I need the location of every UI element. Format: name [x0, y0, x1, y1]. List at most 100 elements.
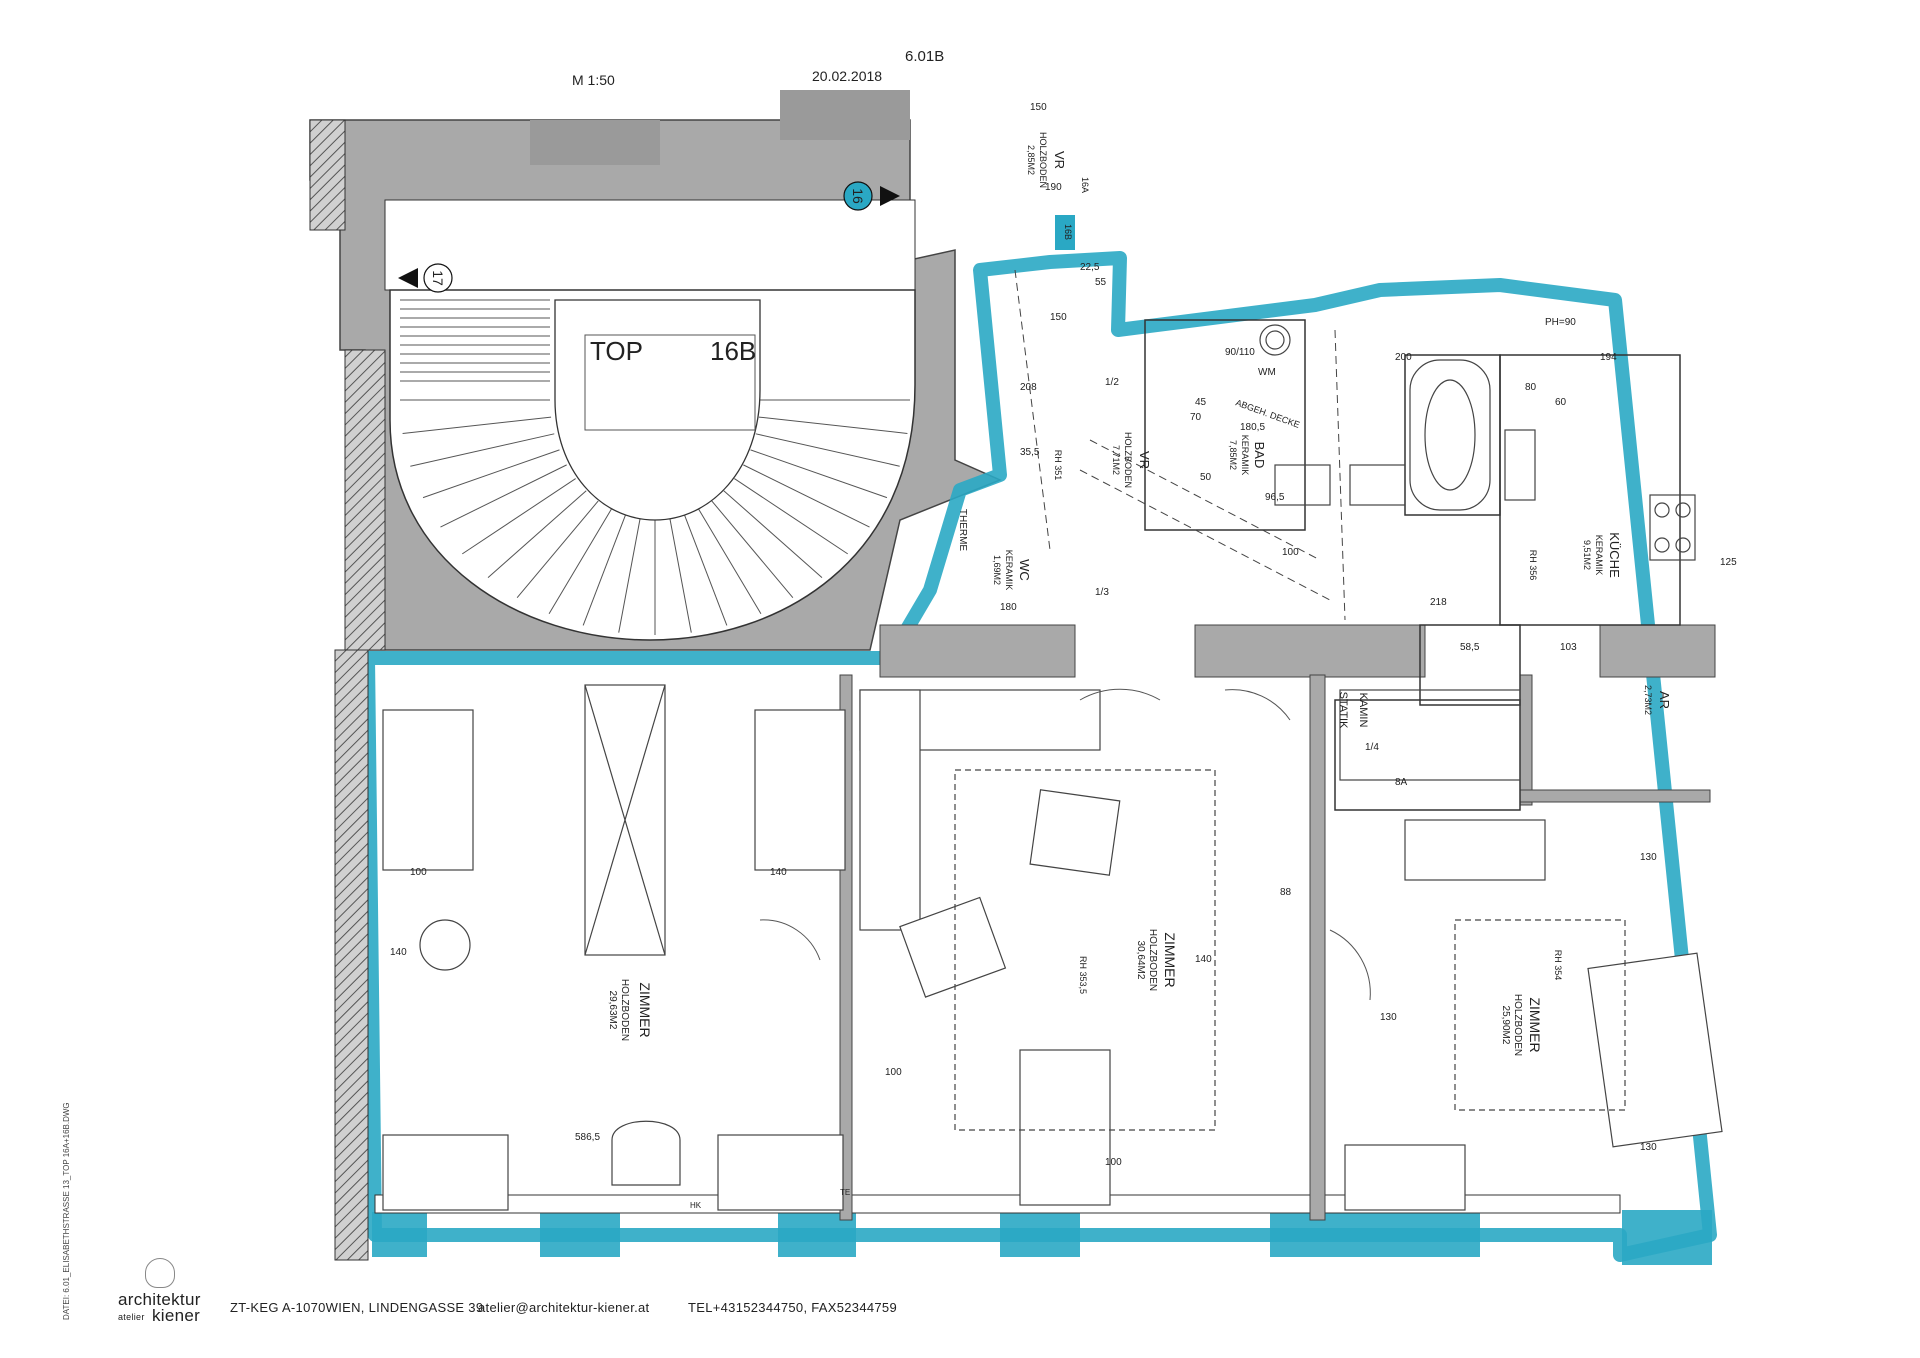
dimension-label: 88	[1280, 887, 1292, 898]
stair-tread	[440, 464, 567, 528]
room-zimmer-right: ZIMMER HOLZBODEN 25,90M2 RH 354	[1500, 950, 1563, 1056]
therme-label: THERME	[957, 509, 968, 552]
top-label-box	[584, 334, 756, 431]
svg-text:25,90M2: 25,90M2	[1500, 1006, 1511, 1045]
stair-tread	[516, 500, 599, 599]
dimension-label: 55	[1095, 277, 1107, 288]
top-prefix: TOP	[590, 336, 643, 366]
svg-text:9,51M2: 9,51M2	[1582, 540, 1592, 570]
dimension-label: 194	[1600, 352, 1617, 363]
dimension-label: 140	[1195, 954, 1212, 965]
stair-tread	[618, 518, 641, 633]
stair-tread	[750, 449, 888, 499]
svg-text:KÜCHE: KÜCHE	[1607, 532, 1622, 578]
dimension-label: 60	[1555, 397, 1567, 408]
bath-fixtures	[1259, 324, 1536, 511]
dimension-label: 100	[1105, 1157, 1122, 1168]
stair-tread	[755, 433, 900, 467]
hatched-wall	[344, 349, 386, 651]
file-path-label: DATEI: 6.01_ELISABETHSTRASSE 13_TOP 16A+…	[62, 1102, 71, 1320]
stair-tread	[462, 478, 576, 555]
room-wc: WC KERAMIK 1,69M2	[992, 550, 1032, 591]
dimension-label: 200	[1395, 352, 1412, 363]
marker-16b-box	[1055, 215, 1075, 250]
svg-text:HOLZBODEN: HOLZBODEN	[1123, 432, 1133, 488]
hatched-wall	[309, 119, 346, 231]
svg-text:1,69M2: 1,69M2	[992, 555, 1002, 585]
architect-logo-icon	[145, 1258, 175, 1288]
svg-text:HOLZBODEN: HOLZBODEN	[1512, 994, 1523, 1056]
date-label: 20.02.2018	[812, 68, 883, 84]
svg-text:RH 354: RH 354	[1553, 950, 1563, 981]
window-highlights	[372, 1210, 1712, 1265]
room-vr-mid: VR HOLZBODEN 7,71M2 RH 351	[1053, 432, 1152, 488]
left-room-furniture	[382, 684, 846, 1211]
stair-tread	[402, 416, 552, 434]
stair-tread	[743, 464, 870, 528]
wall-block	[780, 90, 910, 140]
room-zimmer-mid: ZIMMER HOLZBODEN 30,64M2 RH 353,5	[1078, 929, 1178, 994]
apartment-outline	[361, 251, 1717, 1262]
svg-text:WC: WC	[1017, 559, 1032, 581]
dimension-label: 70	[1190, 412, 1202, 423]
marker-16-text: 16	[850, 188, 866, 204]
facade-wall	[374, 1194, 1621, 1214]
stair-tread	[684, 514, 728, 626]
hk-label: HK	[690, 1201, 702, 1210]
marker-16b-text: 16B	[1063, 224, 1073, 240]
left-hatched-wall	[334, 649, 369, 1261]
stair-tread	[758, 416, 908, 434]
dimension-label: 35,5	[1020, 447, 1040, 458]
svg-text:7,71M2: 7,71M2	[1111, 445, 1121, 475]
dimension-label: 80	[1525, 382, 1537, 393]
svg-text:KERAMIK: KERAMIK	[1004, 550, 1014, 591]
svg-text:2,73M2: 2,73M2	[1643, 685, 1653, 715]
te-label: TE	[840, 1188, 850, 1197]
upper-rooms	[1144, 319, 1681, 811]
dimension-label: 1/2	[1105, 377, 1119, 388]
room-bad: BAD KERAMIK 7,85M2	[1228, 435, 1267, 476]
svg-text:HOLZBODEN: HOLZBODEN	[619, 979, 630, 1041]
ceiling-lines	[1014, 269, 1346, 621]
room-zimmer-left: ZIMMER HOLZBODEN 29,63M2	[607, 979, 653, 1041]
svg-text:ZIMMER: ZIMMER	[1162, 932, 1178, 987]
marker-16a-text: 16A	[1080, 177, 1090, 193]
dimension-label: 8A	[1395, 777, 1408, 788]
svg-text:30,64M2: 30,64M2	[1135, 941, 1146, 980]
dimension-label: 130	[1380, 1012, 1397, 1023]
dimension-label: 103	[1560, 642, 1577, 653]
room-vr-top: VR HOLZBODEN 2,85M2	[1026, 132, 1067, 188]
dimension-label: 180	[1000, 602, 1017, 613]
dimension-label: 100	[1282, 547, 1299, 558]
stair-tread	[422, 449, 560, 499]
dimension-label: 96,5	[1265, 492, 1285, 503]
stair-tread	[582, 514, 626, 626]
company-email: atelier@architektur-kiener.at	[478, 1300, 650, 1315]
wall-block	[530, 120, 660, 165]
dimension-label: 1/3	[1095, 587, 1109, 598]
company-address: ZT-KEG A-1070WIEN, LINDENGASSE 39	[230, 1300, 484, 1315]
dimension-label: 150	[1050, 312, 1067, 323]
svg-text:RH 351: RH 351	[1053, 450, 1063, 481]
svg-text:2,85M2: 2,85M2	[1026, 145, 1036, 175]
dimension-label: 180,5	[1240, 422, 1265, 433]
brand-architektur: architektur	[118, 1290, 201, 1309]
stair-tread	[669, 518, 692, 633]
arrow-right-icon	[880, 186, 900, 206]
svg-text:VR: VR	[1137, 451, 1152, 469]
dimension-label: 90/110	[1225, 347, 1255, 358]
dimension-label: 140	[770, 867, 787, 878]
statik-label: STATIK	[1337, 692, 1349, 730]
dimension-label: 586,5	[575, 1132, 600, 1143]
dimension-label: 190	[1045, 182, 1062, 193]
svg-text:HOLZBODEN: HOLZBODEN	[1147, 929, 1158, 991]
dimension-label: 45	[1195, 397, 1207, 408]
svg-text:KERAMIK: KERAMIK	[1240, 435, 1250, 476]
right-room-furniture	[1339, 689, 1723, 1211]
dimension-label: 130	[1640, 852, 1657, 863]
mid-room-furniture	[859, 689, 1216, 1206]
dimension-label: 22,5	[1080, 262, 1100, 273]
svg-text:HOLZBODEN: HOLZBODEN	[1038, 132, 1048, 188]
